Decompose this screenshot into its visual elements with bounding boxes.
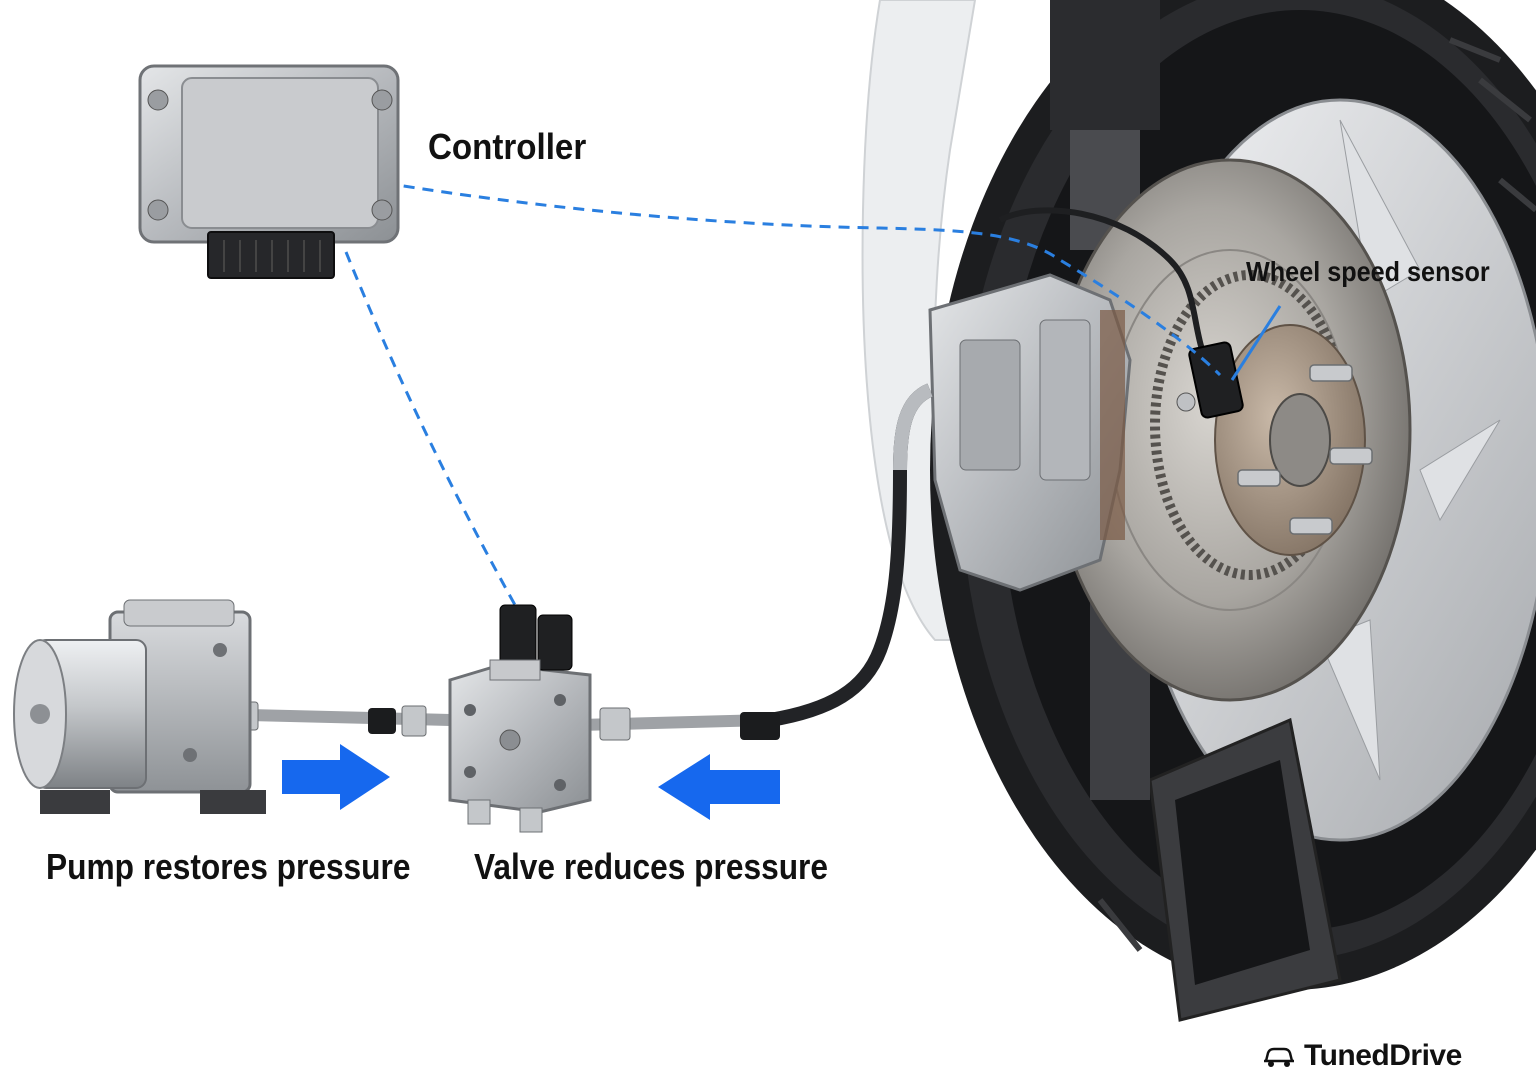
wheel-speed-sensor-label: Wheel speed sensor xyxy=(1246,256,1490,287)
sensor-leader-line xyxy=(1230,305,1282,381)
controller-label: Controller xyxy=(428,126,587,167)
valve-block xyxy=(448,604,592,833)
controller-module xyxy=(138,64,400,279)
car-icon xyxy=(1264,1047,1294,1067)
signal-line-sensor xyxy=(384,181,1222,377)
hydraulic-line xyxy=(231,701,780,741)
pump-label: Pump restores pressure xyxy=(46,846,411,887)
brand-logo: TunedDrive xyxy=(1262,1036,1462,1076)
sensor-wire xyxy=(998,207,1213,372)
brake-caliper xyxy=(928,273,1132,592)
signal-line-valve xyxy=(344,251,517,606)
signal-lines xyxy=(344,181,1222,606)
arrow-left xyxy=(658,754,780,820)
brand-name: TunedDrive xyxy=(1304,1039,1462,1072)
arrow-right xyxy=(282,744,390,810)
valve-label: Valve reduces pressure xyxy=(474,846,828,887)
pump-unit xyxy=(13,599,266,814)
wheel-assembly xyxy=(768,0,1536,1022)
wheel-speed-sensor xyxy=(1176,341,1244,419)
flow-arrows xyxy=(282,744,780,820)
